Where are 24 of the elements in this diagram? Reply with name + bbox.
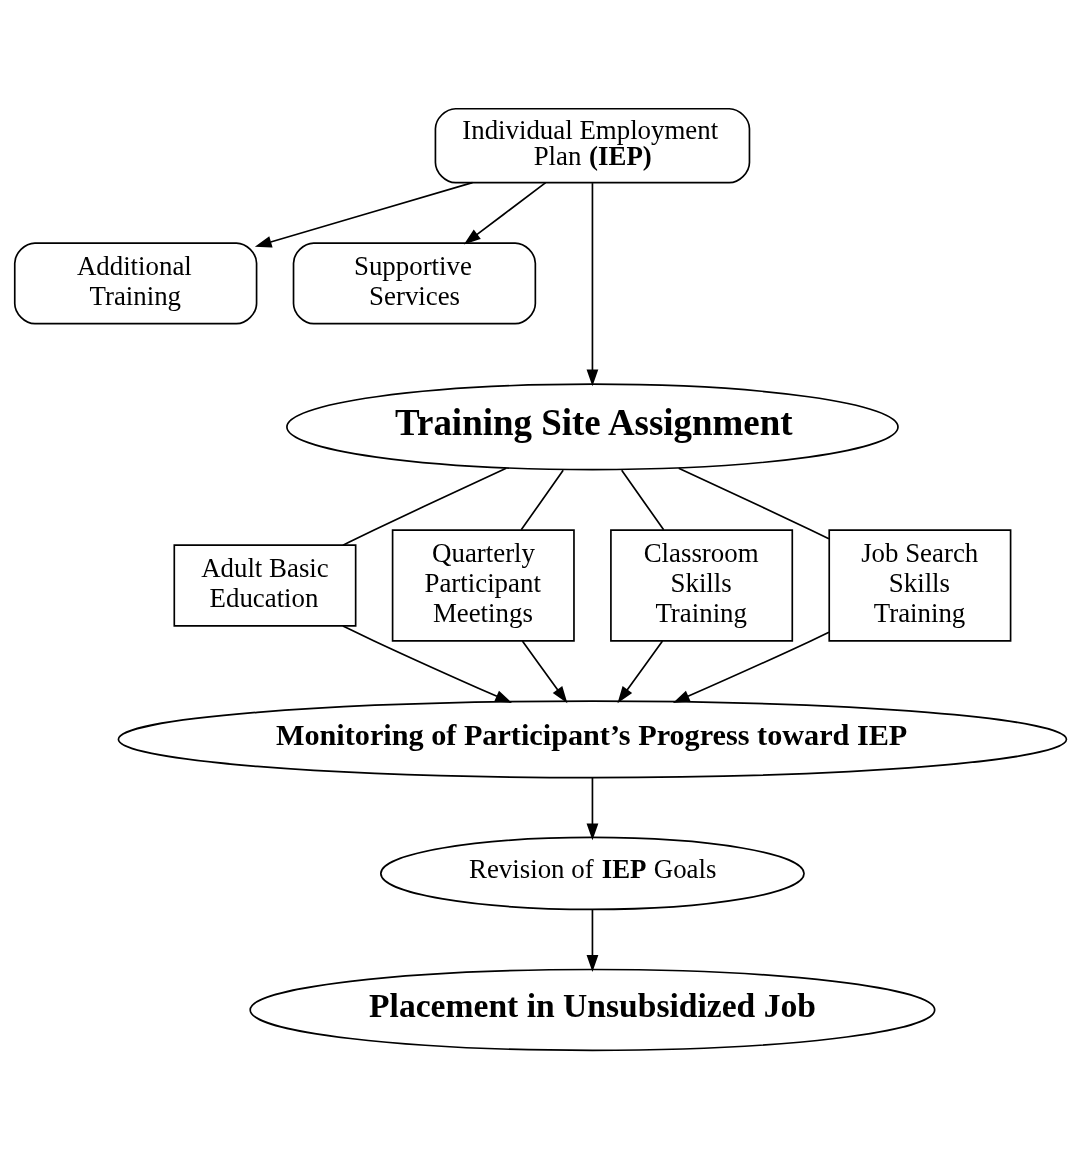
arrow	[254, 181, 474, 248]
node-box: Adult Basic Education	[173, 544, 357, 627]
connector	[342, 467, 507, 546]
node-box: Quarterly Participant Meetings	[391, 529, 575, 642]
arrow	[586, 776, 599, 841]
node-box: Classroom Skills Training	[610, 529, 794, 642]
connector	[520, 469, 565, 531]
arrow	[521, 640, 568, 704]
arrow	[586, 182, 599, 387]
arrow	[617, 640, 664, 704]
node-ellipse: Training Site Assignment	[286, 383, 899, 471]
arrow	[586, 908, 599, 972]
node-ellipse: Placement in Unsubsidized Job	[249, 968, 936, 1052]
arrow	[672, 631, 830, 703]
connector	[620, 469, 665, 531]
node-box: Additional Training	[13, 242, 258, 325]
node-box: Supportive Services	[292, 242, 537, 325]
node-box: Job Search Skills Training	[828, 529, 1012, 642]
connector	[677, 467, 830, 540]
node-ellipse: Monitoring of Participant’s Progress toward IEP	[117, 700, 1068, 779]
node-ellipse: Revision of IEP Goals	[380, 836, 805, 911]
node-box: Individual Employment Plan (IEP)	[434, 107, 751, 184]
arrow	[342, 625, 512, 703]
arrow	[463, 181, 547, 245]
